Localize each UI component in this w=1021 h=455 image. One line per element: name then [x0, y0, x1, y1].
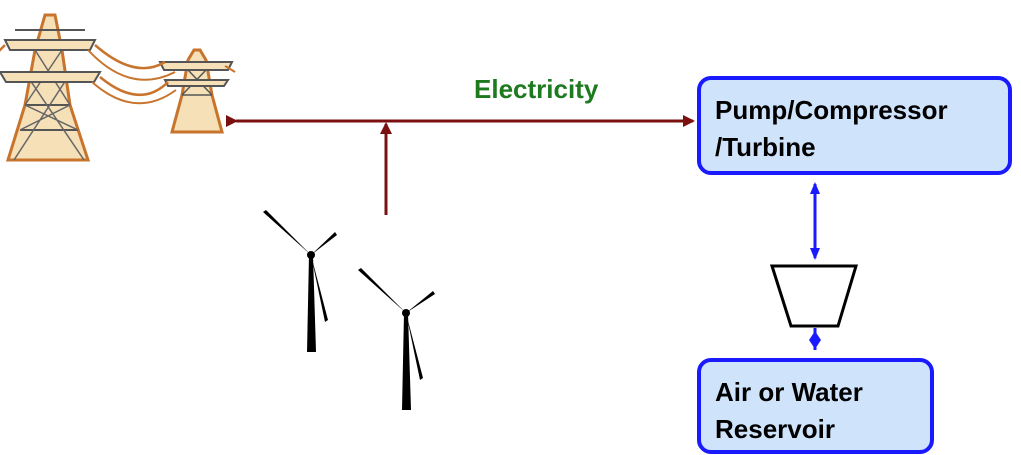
pump-compressor-turbine-box: Pump/Compressor /Turbine [697, 76, 1012, 175]
pump-box-line-1: Pump/Compressor [715, 95, 948, 125]
reservoir-box-line-1: Air or Water [715, 377, 863, 407]
turbine-nozzle-icon [769, 264, 859, 328]
electricity-label: Electricity [474, 74, 599, 104]
transmission-towers-icon [0, 13, 236, 162]
pump-box-line-2: /Turbine [715, 132, 816, 162]
wind-turbine-icon [358, 268, 435, 410]
reservoir-box: Air or Water Reservoir [697, 358, 934, 454]
reservoir-box-line-2: Reservoir [715, 414, 835, 444]
connector-diamond [809, 331, 821, 349]
wind-turbine-icon [263, 210, 337, 352]
